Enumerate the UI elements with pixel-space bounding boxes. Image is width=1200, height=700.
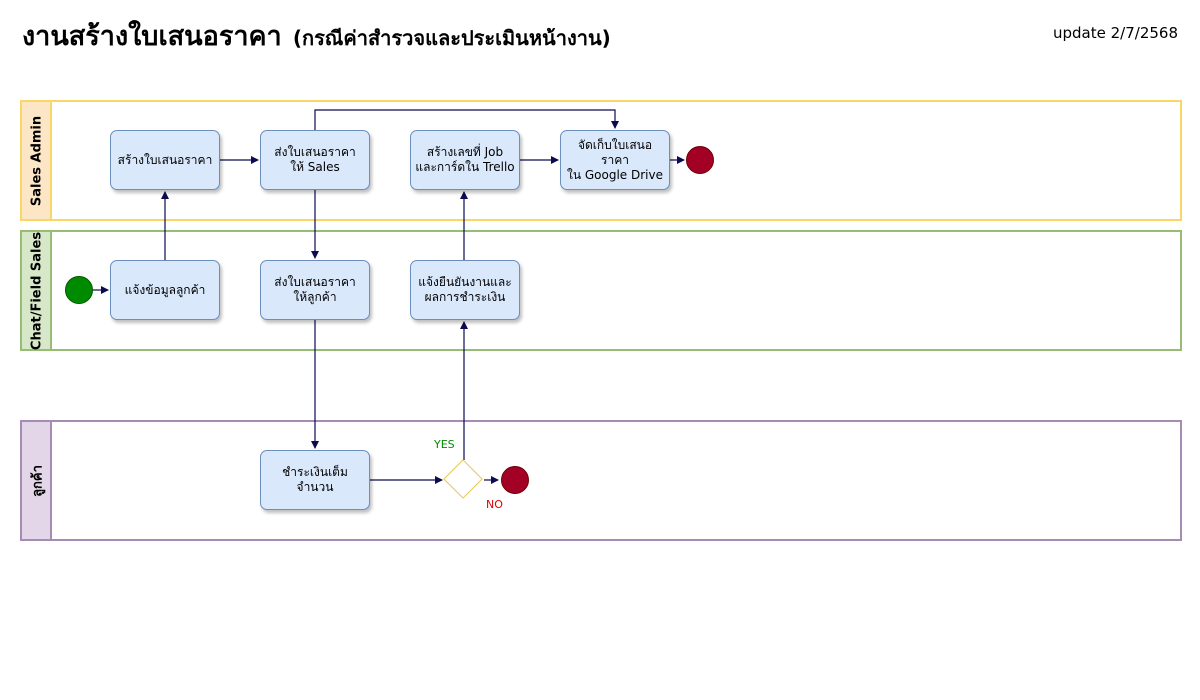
lane-sales-admin: Sales Admin: [20, 100, 1182, 221]
decision-no-label: NO: [486, 498, 503, 511]
step-create-quote: สร้างใบเสนอราคา: [110, 130, 220, 190]
start-event: [65, 276, 93, 304]
step-notify-customer-info: แจ้งข้อมูลลูกค้า: [110, 260, 220, 320]
lane-label-sales-admin: Sales Admin: [29, 115, 45, 206]
step-confirm-job-payment: แจ้งยืนยันงานและ ผลการชำระเงิน: [410, 260, 520, 320]
update-date: update 2/7/2568: [1053, 24, 1178, 42]
diagram-subtitle: (กรณีค่าสำรวจและประเมินหน้างาน): [292, 26, 611, 50]
step-store-quote: จัดเก็บใบเสนอราคา ใน Google Drive: [560, 130, 670, 190]
step-create-job-number: สร้างเลขที่ Job และการ์ดใน Trello: [410, 130, 520, 190]
end-event-customer: [501, 466, 529, 494]
step-send-quote-to-customer: ส่งใบเสนอราคา ให้ลูกค้า: [260, 260, 370, 320]
diagram-title-block: งานสร้างใบเสนอราคา (กรณีค่าสำรวจและประเม…: [22, 14, 611, 57]
diagram-title: งานสร้างใบเสนอราคา: [22, 21, 282, 52]
lane-header-customer: ลูกค้า: [22, 422, 52, 539]
lane-header-sales-admin: Sales Admin: [22, 102, 52, 219]
lane-header-chat-field-sales: Chat/Field Sales: [22, 231, 52, 350]
step-send-quote-to-sales: ส่งใบเสนอราคา ให้ Sales: [260, 130, 370, 190]
end-event-sales-admin: [686, 146, 714, 174]
lane-chat-field-sales: Chat/Field Sales: [20, 230, 1182, 351]
lane-customer: ลูกค้า: [20, 420, 1182, 541]
decision-yes-label: YES: [434, 438, 455, 451]
step-full-payment: ชำระเงินเต็มจำนวน: [260, 450, 370, 510]
lane-label-chat-field-sales: Chat/Field Sales: [29, 231, 45, 350]
lane-label-customer: ลูกค้า: [30, 464, 46, 497]
